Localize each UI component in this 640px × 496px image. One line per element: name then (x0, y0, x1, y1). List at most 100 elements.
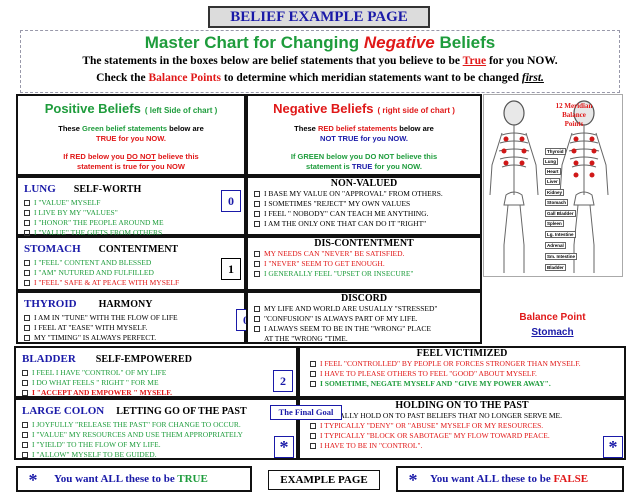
checkbox[interactable] (254, 201, 260, 208)
list-item: I TYPICALLY "DENY" OR "ABUSE" MYSELF OR … (320, 421, 544, 430)
note-do-not: DO NOT (126, 152, 156, 161)
intro-text: Check the (96, 72, 146, 84)
star-icon: * (274, 436, 294, 458)
bladder-negative-title: FEEL VICTIMIZED (416, 348, 508, 359)
lung-positive-box: LUNG SELF-WORTH I "VALUE" MYSELF I LIVE … (16, 176, 246, 237)
thyroid-negative-title: DISCORD (340, 293, 388, 304)
thyroid-positive-title: HARMONY (98, 299, 153, 310)
checkbox[interactable] (24, 270, 30, 277)
footer-true-box: * You want ALL these to be TRUE (16, 466, 252, 492)
list-item: I USUALLY HOLD ON TO PAST BELIEFS THAT N… (320, 411, 562, 420)
organ-bladder: BLADDER (22, 353, 76, 365)
checkbox[interactable] (310, 433, 316, 440)
list-item: MY "TIMING" IS ALWAYS PERFECT. (34, 333, 157, 342)
checkbox[interactable] (24, 260, 30, 267)
colon-positive-title: LETTING GO OF THE PAST (116, 406, 247, 417)
checkbox[interactable] (254, 251, 260, 258)
checkbox[interactable] (310, 361, 316, 368)
meridian-bladder: Bladder (545, 264, 566, 271)
list-item: I AM IN "TUNE" WITH THE FLOW OF LIFE (34, 313, 178, 322)
note-text: believe this (157, 152, 199, 161)
balance-point-label: Balance Point (519, 312, 586, 323)
title-text-end: Beliefs (439, 33, 496, 52)
checkbox[interactable] (22, 370, 28, 377)
checkbox[interactable] (22, 442, 28, 449)
bladder-positive-box: BLADDER SELF-EMPOWERED I FEEL I HAVE "CO… (14, 346, 298, 398)
checkbox[interactable] (254, 271, 260, 278)
stomach-positive-title: CONTENTMENT (98, 244, 179, 255)
footer-example-label: EXAMPLE PAGE (280, 474, 368, 486)
organ-stomach: STOMACH (24, 243, 81, 255)
list-item: MY NEEDS CAN "NEVER" BE SATISFIED. (264, 249, 405, 258)
checkbox[interactable] (24, 325, 30, 332)
list-item: I "NEVER" SEEM TO GET ENOUGH. (264, 259, 385, 268)
checkbox[interactable] (254, 211, 260, 218)
star-icon: * (408, 470, 418, 490)
footer-false-word: FALSE (553, 473, 589, 485)
intro-box (20, 30, 620, 93)
checkbox[interactable] (22, 432, 28, 439)
intro-balance-points: Balance Points (148, 72, 221, 84)
checkbox[interactable] (254, 326, 260, 333)
checkbox[interactable] (22, 422, 28, 429)
intro-text-mid: to determine which meridian statements w… (223, 72, 519, 84)
meridian-gall-bladder: Gall Bladder (545, 210, 576, 217)
list-item: I FEEL "CONTROLLED" BY PEOPLE OR FORCES … (320, 359, 581, 368)
note-text: below are (399, 124, 434, 133)
checkbox[interactable] (254, 191, 260, 198)
organ-large-colon: LARGE COLON (22, 405, 105, 417)
checkbox[interactable] (24, 280, 30, 287)
checkbox[interactable] (254, 306, 260, 313)
note-green: Green belief statements (82, 124, 168, 133)
list-item: I SOMETIME, NEGATE MYSELF AND "GIVE MY P… (320, 379, 551, 388)
checkbox[interactable] (24, 335, 30, 342)
positive-side: ( left Side of chart ) (144, 106, 218, 115)
page-title: BELIEF EXAMPLE PAGE (208, 6, 430, 28)
checkbox[interactable] (22, 452, 28, 459)
meridian-lg-intestine: Lg. Intestine (545, 231, 576, 238)
list-item: I GENERALLY FEEL "UPSET OR INSECURE" (264, 269, 414, 278)
intro-line-2: Check the Balance Points to determine wh… (20, 72, 620, 84)
checkbox[interactable] (310, 423, 316, 430)
checkbox[interactable] (254, 316, 260, 323)
checkbox[interactable] (22, 380, 28, 387)
thyroid-negative-box: DISCORD MY LIFE AND WORLD ARE USUALLY "S… (246, 291, 482, 344)
checkbox[interactable] (24, 200, 30, 207)
checkbox[interactable] (24, 230, 30, 237)
list-item: I FEEL " NOBODY" CAN TEACH ME ANYTHING. (264, 209, 429, 218)
title-text: Master Chart for Changing (144, 33, 360, 52)
list-item: I HAVE TO PLEASE OTHERS TO FEEL "GOOD" A… (320, 369, 537, 378)
checkbox[interactable] (22, 390, 28, 397)
lung-negative-box: NON-VALUED I BASE MY VALUE ON "APPROVAL"… (246, 176, 482, 236)
checkbox[interactable] (24, 220, 30, 227)
list-item: I "FEEL" SAFE & AT PEACE WITH MYSELF (34, 278, 180, 287)
checkbox[interactable] (310, 371, 316, 378)
negative-title: Negative Beliefs (273, 101, 374, 116)
meridian-lung: Lung (543, 158, 558, 165)
lung-count: 0 (221, 190, 241, 212)
positive-note-4: statement is true for you NOW (77, 162, 185, 171)
note-text: below are (169, 124, 204, 133)
meridian-spleen: Spleen (545, 220, 564, 227)
thyroid-positive-box: THYROID HARMONY I AM IN "TUNE" WITH THE … (16, 291, 256, 344)
stomach-positive-box: STOMACH CONTENTMENT I "FEEL" CONTENT AND… (16, 236, 246, 291)
checkbox[interactable] (24, 210, 30, 217)
note-red: RED belief statements (317, 124, 398, 133)
master-chart-title: Master Chart for Changing Negative Belie… (20, 33, 620, 53)
list-item-continuation: AT THE "WRONG "TIME. (264, 334, 348, 343)
star-icon: * (603, 436, 623, 458)
stomach-count: 1 (221, 258, 241, 280)
negative-note-3: If GREEN below you DO NOT believe this (290, 152, 438, 161)
checkbox[interactable] (310, 443, 316, 450)
checkbox[interactable] (310, 381, 316, 388)
final-goal-label: The Final Goal (270, 405, 342, 420)
list-item: I "VALUE" MYSELF (34, 198, 101, 207)
checkbox[interactable] (24, 315, 30, 322)
list-item: I SOMETIMES "REJECT" MY OWN VALUES (264, 199, 411, 208)
meridian-thyroid: Thyroid (545, 148, 566, 155)
bladder-count: 2 (273, 370, 293, 392)
list-item: I TYPICALLY "BLOCK OR SABOTAGE" MY FLOW … (320, 431, 550, 440)
checkbox[interactable] (254, 261, 260, 268)
balance-point-value[interactable]: Stomach (531, 327, 574, 338)
checkbox[interactable] (254, 221, 260, 228)
